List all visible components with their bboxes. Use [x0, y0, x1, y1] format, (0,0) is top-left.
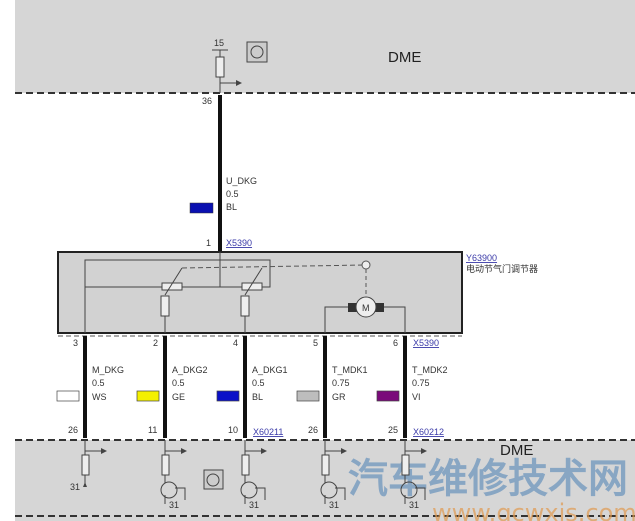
- wire-gauge: 0.5: [252, 378, 265, 388]
- bottom-module-label: DME: [500, 442, 533, 459]
- top-dme-module: DME 15 36: [15, 0, 635, 106]
- wire-name: T_MDK2: [412, 365, 448, 375]
- top-pin-number: 36: [202, 96, 212, 106]
- wire-pin-bottom: 10: [228, 425, 238, 435]
- top-module-label: DME: [388, 49, 421, 66]
- supply-pin-label: 15: [214, 38, 224, 48]
- supply-wire[interactable]: U_DKG 0.5 BL 1 X5390: [189, 95, 257, 252]
- ground-resistor-symbol: 31: [70, 440, 107, 492]
- transistor-driver-symbol: 31: [400, 440, 427, 510]
- motor-icon: M: [355, 296, 377, 318]
- ground-label: 31: [249, 500, 259, 510]
- ground-label: 31: [169, 500, 179, 510]
- wire-color-code: WS: [92, 392, 107, 402]
- transistor-driver-symbol: 31: [160, 440, 187, 510]
- supply-wire-name: U_DKG: [226, 176, 257, 186]
- wire-pin-top: 6: [393, 338, 398, 348]
- wire-name: T_MDK1: [332, 365, 368, 375]
- supply-wire-color-code: BL: [226, 202, 237, 212]
- supply-wire-color-swatch: [189, 202, 214, 214]
- bottom-left-connector-link[interactable]: X60211: [253, 427, 283, 437]
- wire-name: A_DKG1: [252, 365, 288, 375]
- control-unit-icon: [246, 41, 268, 63]
- top-connector-link[interactable]: X5390: [413, 338, 439, 348]
- wire-pin-bottom: 11: [148, 425, 157, 435]
- wire-color-swatch: [296, 390, 320, 402]
- bottom-right-connector-link[interactable]: X60212: [413, 427, 444, 437]
- wire-a-dkg1[interactable]: 4A_DKG1 0.5BL 10: [216, 336, 288, 438]
- svg-text:www.qcwxjs.com: www.qcwxjs.com: [432, 499, 635, 521]
- wire-color-swatch: [216, 390, 240, 402]
- control-unit-icon: [203, 469, 224, 490]
- wire-name: A_DKG2: [172, 365, 208, 375]
- supply-wire-gauge: 0.5: [226, 189, 239, 199]
- wire-pin-bottom: 26: [68, 425, 78, 435]
- supply-connector-link[interactable]: X5390: [226, 238, 252, 248]
- wire-color-code: BL: [252, 392, 263, 402]
- wire-pin-top: 3: [73, 338, 78, 348]
- wire-gauge: 0.75: [332, 378, 350, 388]
- wire-color-swatch: [376, 390, 400, 402]
- wire-a-dkg2[interactable]: 2A_DKG2 0.5GE 11: [136, 336, 208, 438]
- wire-name: M_DKG: [92, 365, 124, 375]
- transistor-driver-symbol: 31: [240, 440, 267, 510]
- wire-color-swatch: [56, 390, 80, 402]
- wire-gauge: 0.5: [92, 378, 105, 388]
- wire-color-swatch: [136, 390, 160, 402]
- wire-color-code: GE: [172, 392, 185, 402]
- wire-pin-top: 2: [153, 338, 158, 348]
- throttle-actuator-component: M Y63900 电动节气门调节器: [57, 251, 538, 334]
- wire-pin-bottom: 25: [388, 425, 398, 435]
- wire-pin-bottom: 26: [308, 425, 318, 435]
- wire-gauge: 0.75: [412, 378, 430, 388]
- wire-m-dkg[interactable]: 3M_DKG 0.5WS 26: [56, 336, 124, 438]
- ground-label: 31: [329, 500, 339, 510]
- ground-label: 31: [70, 482, 80, 492]
- component-description: 电动节气门调节器: [466, 263, 538, 274]
- svg-text:汽车维修技术网: 汽车维修技术网: [348, 456, 628, 502]
- wire-color-code: VI: [412, 392, 421, 402]
- wire-color-code: GR: [332, 392, 346, 402]
- wire-pin-top: 4: [233, 338, 238, 348]
- wire-gauge: 0.5: [172, 378, 185, 388]
- component-id[interactable]: Y63900: [466, 253, 497, 263]
- wire-pin-top: 5: [313, 338, 318, 348]
- transistor-driver-symbol: 31: [320, 440, 347, 510]
- svg-text:M: M: [362, 303, 370, 313]
- supply-pin-number: 1: [206, 238, 211, 248]
- watermark: 汽车维修技术网 www.qcwxjs.com: [348, 456, 635, 521]
- ground-label: 31: [409, 500, 419, 510]
